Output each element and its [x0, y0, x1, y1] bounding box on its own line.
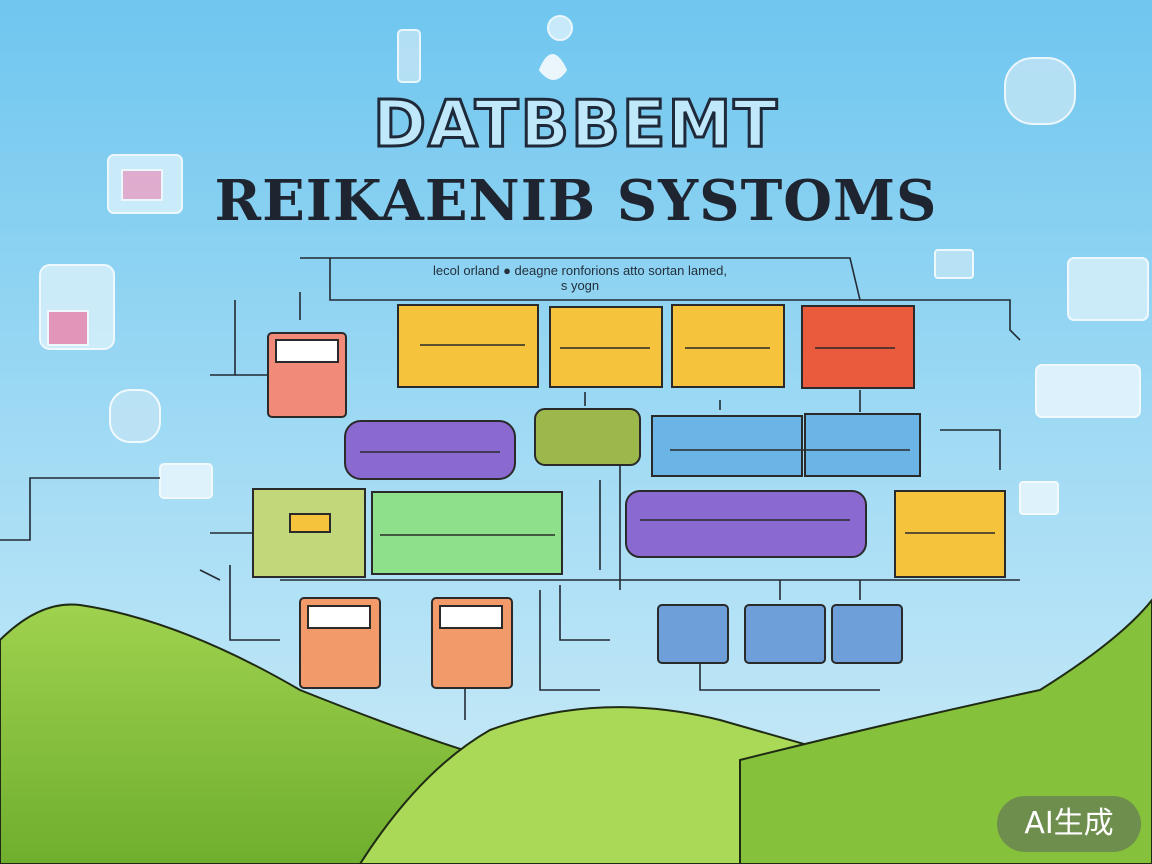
- robot-icon: [1004, 57, 1076, 125]
- plant-icon: [538, 54, 568, 80]
- bottom-row-boxes: [299, 597, 903, 689]
- cylinder-purple-left: [344, 420, 516, 480]
- connector-lines: [0, 257, 1021, 720]
- dashboard-icon: [1035, 364, 1141, 418]
- storage-box-blue-2: [744, 604, 826, 664]
- panel-icon: [1067, 257, 1149, 321]
- diagram-title-line2: REIKAENIB SYSTOMS: [214, 168, 938, 234]
- table-box-blue-2: [804, 413, 921, 477]
- table-box-olive-key: [289, 513, 331, 533]
- diagram-title-line1: DATBBEMT: [372, 87, 779, 164]
- annotation-line2: s yogn: [560, 278, 600, 293]
- grid-icon: [47, 310, 89, 346]
- background-icons: [39, 15, 1149, 515]
- cylinder-purple-right: [625, 490, 867, 558]
- diagram-annotation: lecol orland ● deagne ronforions atto so…: [380, 263, 780, 293]
- hill-left: [0, 603, 471, 864]
- storage-box-blue-3: [831, 604, 903, 664]
- headset-icon: [109, 389, 161, 443]
- table-box-yellow-4: [894, 490, 1006, 578]
- window-icon-pane: [121, 169, 163, 201]
- phone-icon: [397, 29, 421, 83]
- storage-box-blue-1: [657, 604, 729, 664]
- table-box-red: [801, 305, 915, 389]
- table-box-blue-1: [651, 415, 803, 477]
- table-box-yellow-3: [671, 304, 785, 388]
- middle-row-boxes: [344, 408, 921, 480]
- table-box-yellow-1: [397, 304, 539, 388]
- server-box-red-vent: [275, 339, 339, 363]
- server-box-orange-2-vent: [439, 605, 503, 629]
- top-row-boxes: [267, 304, 915, 418]
- table-box-green: [371, 491, 563, 575]
- annotation-line1: lecol orland ● deagne ronforions atto so…: [432, 263, 728, 278]
- card-icon: [159, 463, 213, 499]
- table-box-yellow-2: [549, 306, 663, 388]
- box-inner-lines: [360, 344, 995, 536]
- ai-generated-badge: AI生成: [997, 796, 1141, 852]
- lower-row-boxes: [252, 488, 1006, 578]
- cylinder-olive: [534, 408, 641, 466]
- monitor-icon: [934, 249, 974, 279]
- server-box-orange-1-vent: [307, 605, 371, 629]
- bulb-icon: [547, 15, 573, 41]
- file-icon: [1019, 481, 1059, 515]
